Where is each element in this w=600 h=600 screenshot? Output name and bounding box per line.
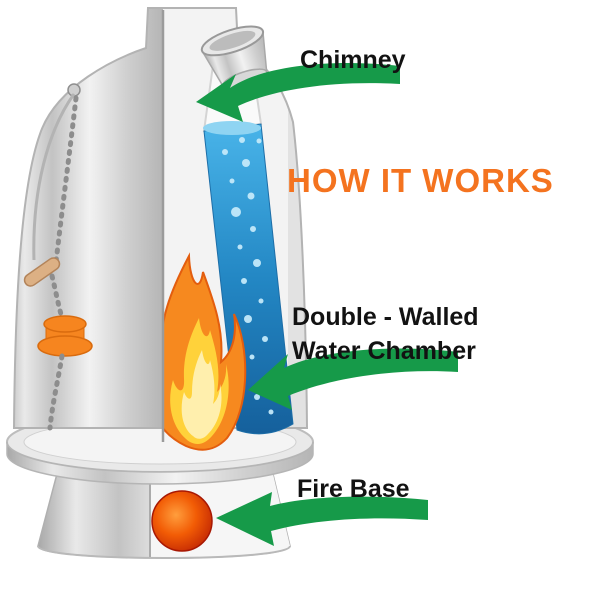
chain-lower (47, 353, 65, 431)
fire-ball (151, 490, 213, 552)
chimney-label: Chimney (300, 46, 406, 74)
water-chamber-label: Double - Walled Water Chamber (292, 300, 479, 368)
fire-base-label: Fire Base (297, 475, 410, 503)
water-chamber-label-line1: Double - Walled (292, 303, 479, 331)
chimney-arrow (196, 62, 400, 122)
stopper (37, 315, 93, 357)
wire-handle (32, 93, 76, 261)
chain-upper (53, 95, 79, 265)
chimney-cup (200, 25, 268, 90)
wood-toggle (23, 257, 61, 287)
page-title: HOW IT WORKS (287, 162, 554, 199)
fire-base-arrow (216, 492, 428, 546)
water-chamber-label-line2: Water Chamber (292, 337, 476, 365)
water-chamber-arrow (248, 348, 458, 410)
water-bubbles (222, 137, 274, 415)
chain-assembly (23, 83, 93, 431)
fire-flames (164, 252, 247, 451)
chain-middle (49, 273, 65, 321)
